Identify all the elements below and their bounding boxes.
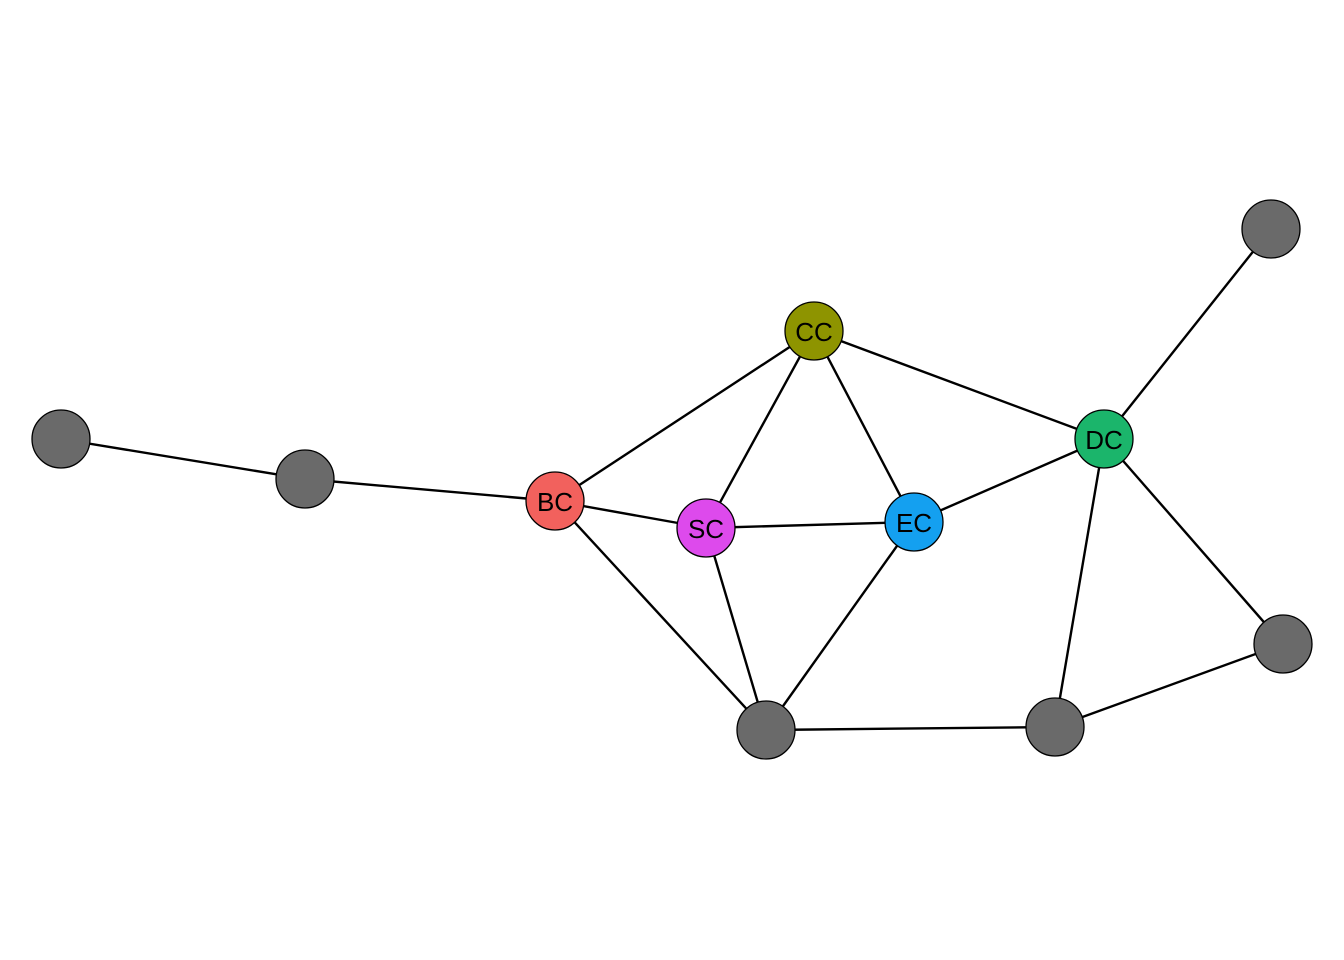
edge-EC-DC [913, 437, 1105, 524]
edge-SC-n6 [704, 527, 768, 731]
node-circle [1241, 199, 1301, 259]
node-DC: DC [1074, 409, 1134, 469]
node-n6 [736, 700, 796, 760]
edge-n1-n2 [60, 437, 306, 481]
edge-CC-DC [813, 329, 1105, 441]
node-n3 [1241, 199, 1301, 259]
edge-DC-n5 [1053, 438, 1106, 728]
edges-layer [60, 228, 1284, 732]
edge-BC-n6 [554, 500, 767, 731]
node-label: EC [896, 508, 932, 538]
edge-SC-CC [704, 330, 816, 529]
edge-n6-n5 [765, 725, 1056, 732]
node-n4 [1253, 614, 1313, 674]
node-circle [784, 301, 844, 361]
node-label: DC [1085, 425, 1123, 455]
node-circle [275, 449, 335, 509]
node-n5 [1025, 697, 1085, 757]
node-SC: SC [676, 498, 736, 558]
node-circle [1025, 697, 1085, 757]
edge-n2-BC [304, 477, 556, 503]
node-label: SC [688, 514, 724, 544]
node-circle [31, 409, 91, 469]
node-circle [1074, 409, 1134, 469]
edge-CC-EC [812, 330, 916, 523]
edge-SC-EC [705, 520, 915, 530]
node-BC: BC [525, 471, 585, 531]
node-circle [736, 700, 796, 760]
edge-BC-CC [554, 329, 815, 503]
edge-EC-n6 [765, 521, 915, 731]
node-EC: EC [884, 492, 944, 552]
node-CC: CC [784, 301, 844, 361]
node-circle [525, 471, 585, 531]
node-label: CC [795, 317, 833, 347]
node-n2 [275, 449, 335, 509]
node-label: BC [537, 487, 573, 517]
node-circle [884, 492, 944, 552]
edge-n5-n4 [1054, 642, 1284, 729]
node-circle [1253, 614, 1313, 674]
edge-DC-n3 [1103, 228, 1272, 440]
nodes-layer: BC SC CC EC DC [31, 199, 1313, 760]
node-n1 [31, 409, 91, 469]
edge-DC-n4 [1103, 438, 1284, 645]
node-circle [676, 498, 736, 558]
